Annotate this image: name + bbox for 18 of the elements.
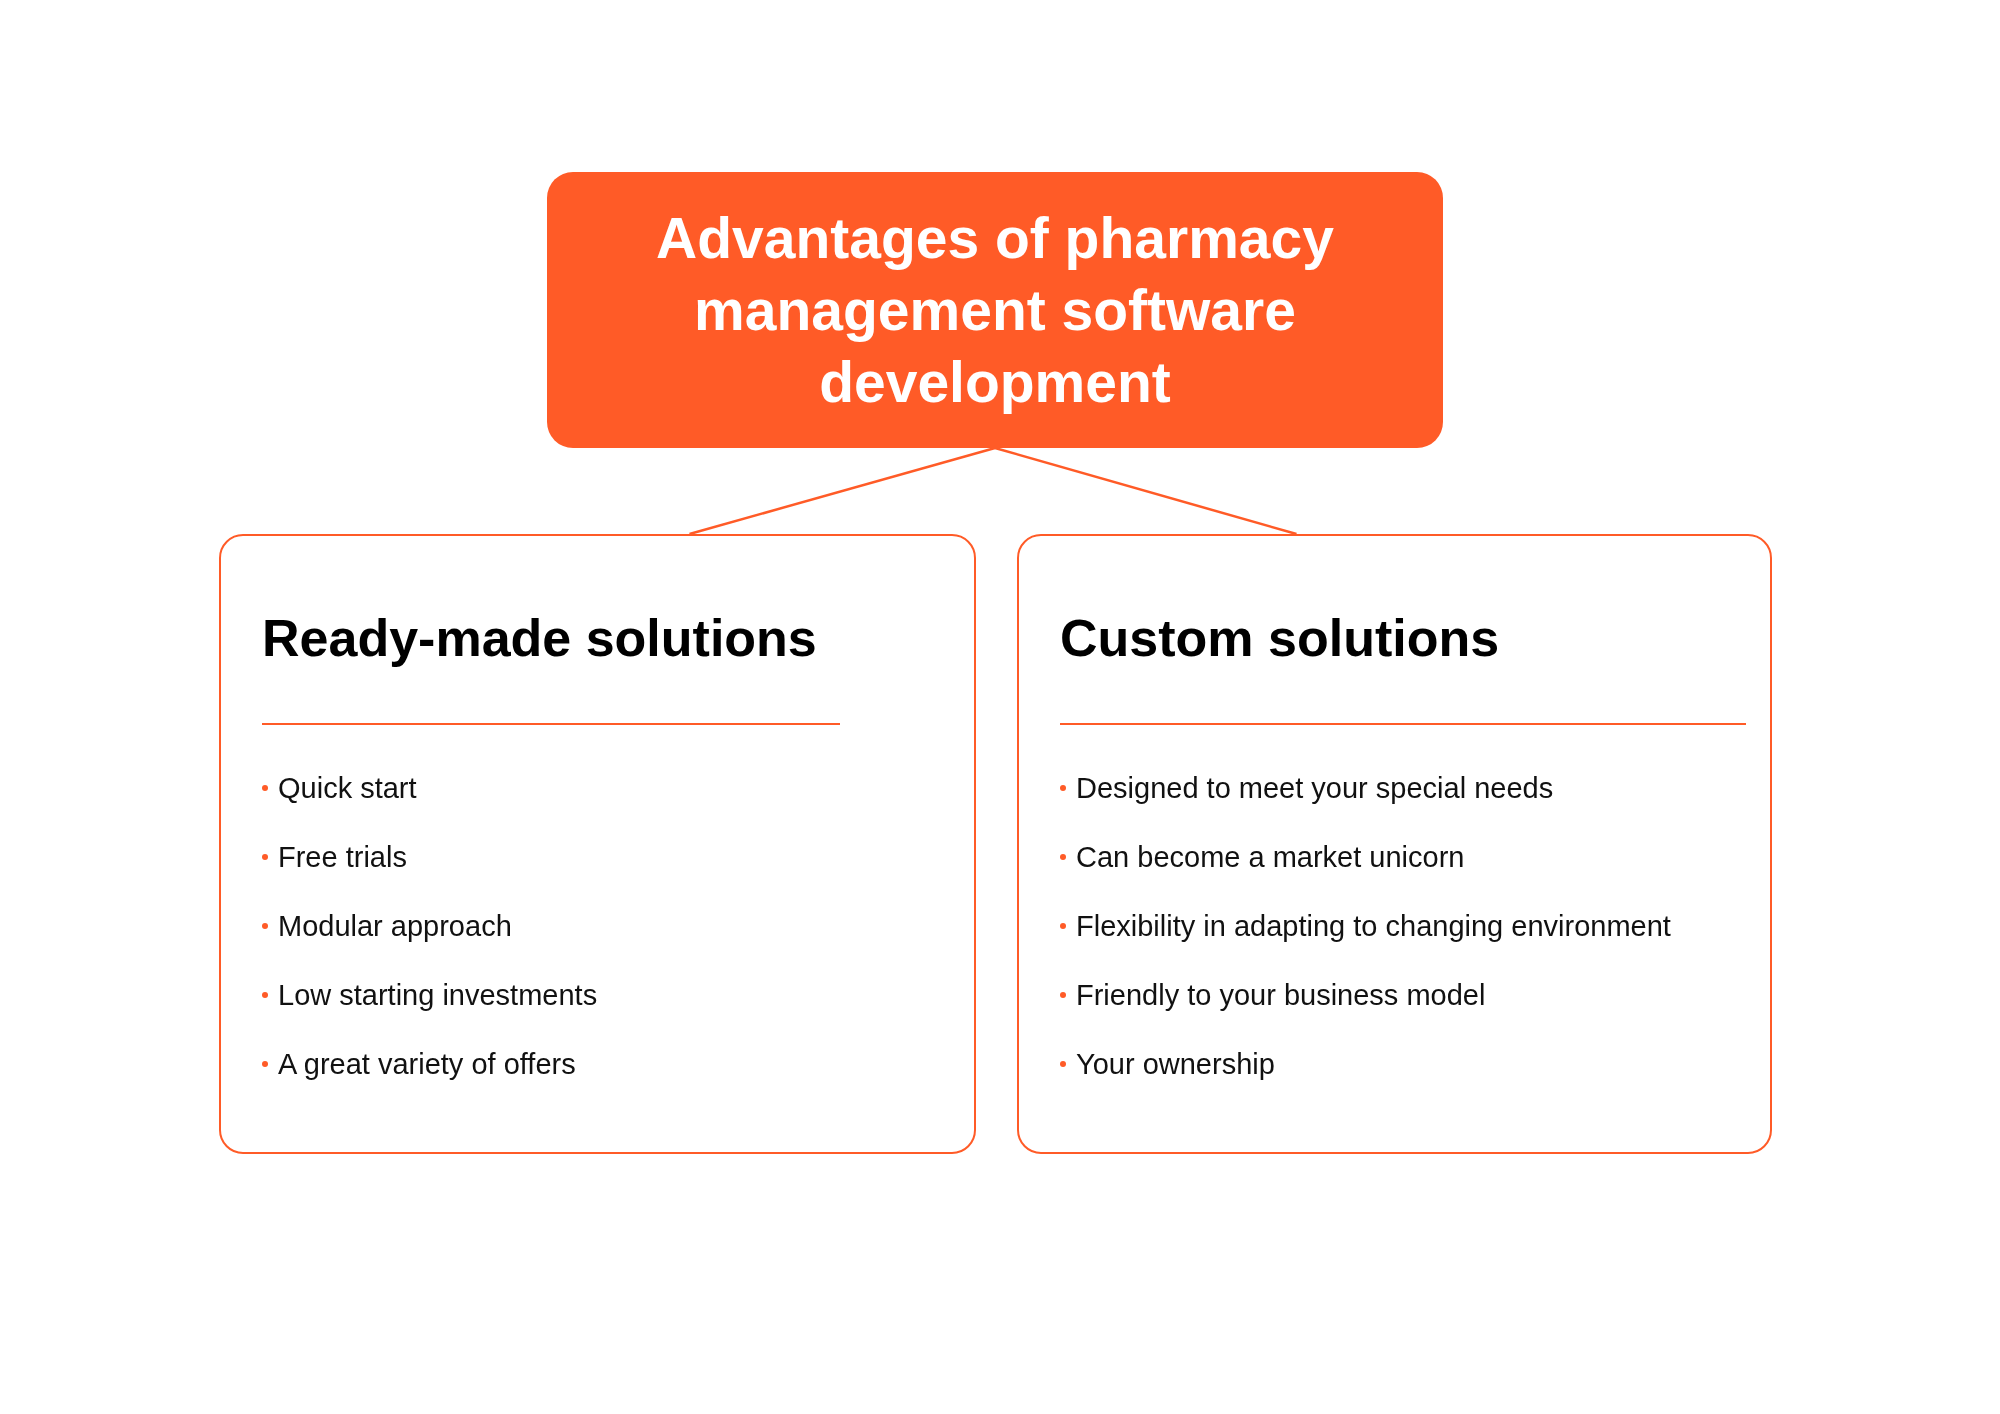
title-box [547, 172, 1443, 448]
list-item: Free trials [278, 840, 407, 875]
list-item: A great variety of offers [278, 1047, 576, 1082]
list-item: Friendly to your business model [1076, 978, 1486, 1013]
solution-card [1017, 534, 1772, 1154]
list-item: Low starting investments [278, 978, 598, 1013]
list-item: Quick start [278, 771, 417, 806]
list-item: Your ownership [1076, 1047, 1275, 1082]
title-text: Advantages of pharmacy management software development [655, 205, 1335, 416]
connector-line [689, 446, 996, 536]
list-item: Modular approach [278, 909, 512, 944]
list-item: Can become a market unicorn [1076, 840, 1465, 875]
connector-line [994, 446, 1297, 536]
list-item: Flexibility in adapting to changing environment [1076, 909, 1671, 944]
card-heading: Custom solutions [1060, 608, 1500, 669]
list-item: Designed to meet your special needs [1076, 771, 1554, 806]
card-heading: Ready-made solutions [262, 608, 817, 669]
solution-card [219, 534, 976, 1154]
